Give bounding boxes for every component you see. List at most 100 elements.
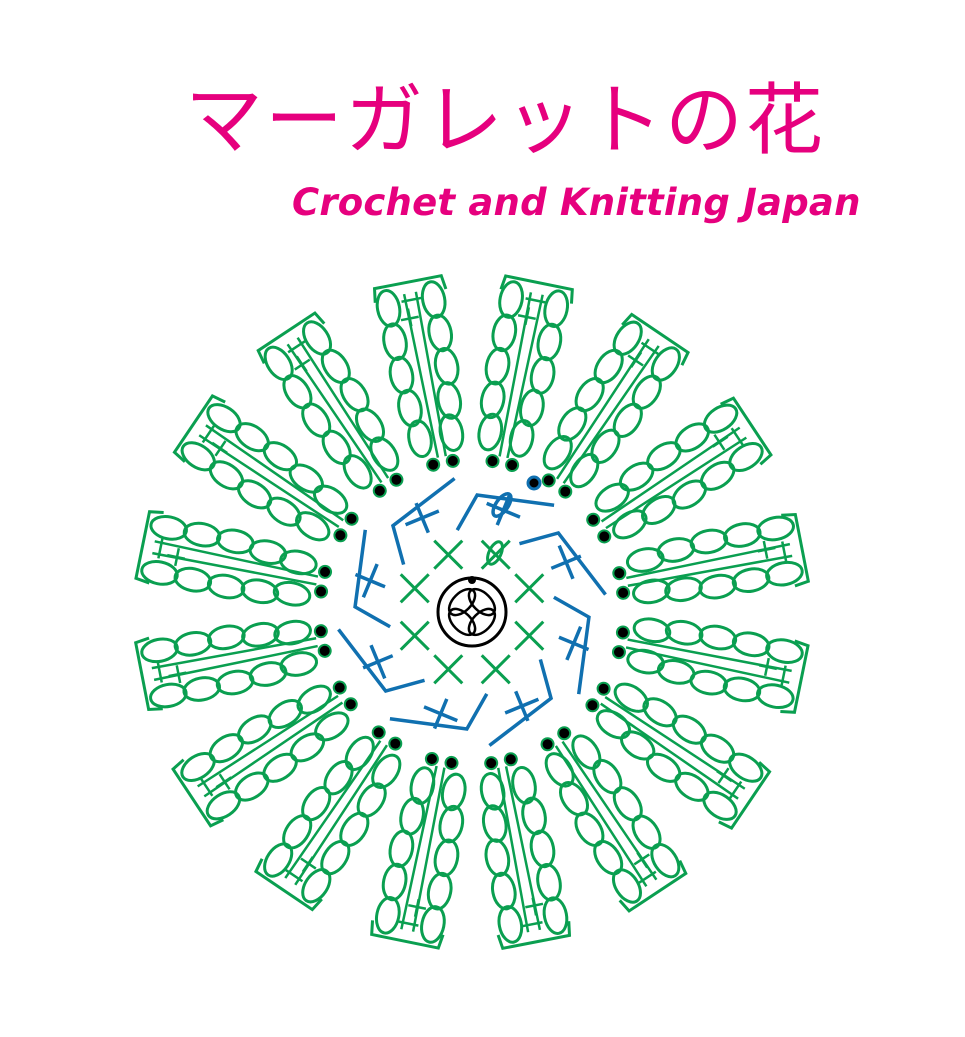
slip-stitch-icon: [344, 511, 359, 526]
cross-stitch-icon: [156, 662, 187, 684]
chain-loop-petal-icon: [234, 422, 270, 453]
chain-loop-petal-icon: [433, 838, 460, 878]
chain-loop-petal-icon: [650, 842, 681, 879]
cross-stitch-icon: [287, 340, 311, 372]
chain-loop-petal-icon: [288, 463, 324, 494]
cross-stitch-icon: [522, 897, 544, 928]
bracket-line: [455, 493, 555, 531]
chain-loop-petal-icon: [279, 651, 319, 677]
chain-loop-petal-icon: [440, 772, 467, 812]
cross-stitch-icon: [423, 698, 458, 730]
chain-loop-petal-icon: [369, 436, 400, 472]
chain-loop-petal-icon: [631, 814, 662, 850]
chain-loop-petal-icon: [699, 733, 736, 764]
petal: [541, 312, 690, 499]
chain-loop-petal-icon: [646, 752, 682, 783]
page-title: マーガレットの花: [185, 76, 826, 166]
chain-loop-petal-icon: [266, 496, 302, 527]
chain-loop-petal-icon: [484, 346, 511, 386]
chain-loop-petal-icon: [542, 896, 569, 935]
petal: [585, 681, 772, 830]
chain-loop-petal-icon: [650, 346, 681, 382]
chain-loop-petal-icon: [302, 320, 333, 356]
chain-loop-petal-icon: [674, 422, 710, 453]
chain-loop-petal-icon: [438, 804, 465, 844]
chain-loop-petal-icon: [248, 661, 288, 687]
petal-tip: [171, 758, 225, 828]
chain-loop-petal-icon: [420, 905, 446, 944]
chain-loop-petal-icon: [613, 682, 649, 713]
chain-loop-petal-icon: [208, 733, 245, 764]
chain-loop-petal-icon: [508, 419, 535, 458]
chain-loop-petal-icon: [521, 796, 547, 836]
chain-loop-petal-icon: [611, 868, 642, 904]
petal: [134, 510, 333, 607]
petal-tip: [618, 859, 688, 913]
single-crochet-icon: [399, 620, 430, 651]
chain-loop-petal-icon: [240, 578, 280, 605]
petal: [479, 752, 572, 951]
slip-stitch-icon: [585, 698, 600, 713]
slip-stitch-icon: [314, 584, 329, 599]
chain-loop-petal-icon: [433, 347, 460, 386]
cross-stitch-icon: [633, 852, 657, 884]
chain-loop-petal-icon: [206, 403, 242, 434]
chain-loop-petal-icon: [272, 580, 312, 607]
slip-stitch-icon: [424, 751, 439, 766]
ring-chain-icon: [447, 587, 477, 617]
single-crochet-icon: [514, 620, 545, 651]
slip-stitch-icon: [586, 512, 601, 527]
chain-loop-petal-icon: [536, 322, 563, 362]
chain-loop-petal-icon: [173, 566, 213, 593]
cross-stitch-icon: [201, 425, 228, 457]
chain-loop-petal-icon: [731, 567, 771, 594]
chain-loop-petal-icon: [180, 441, 216, 472]
cross-stitch-icon: [504, 690, 540, 722]
cross-stitch-icon: [354, 563, 386, 598]
chain-loop-petal-icon: [279, 549, 318, 576]
slip-stitch-icon: [503, 752, 518, 767]
chain-loop-petal-icon: [180, 751, 216, 782]
petal: [372, 273, 465, 472]
inner-round-group: [399, 539, 545, 685]
cross-stitch-icon: [758, 657, 787, 686]
chain-loop-petal-icon: [557, 406, 588, 442]
chain-loop-petal-icon: [342, 454, 373, 490]
cross-stitch-icon: [404, 502, 440, 534]
chain-loop-petal-icon: [314, 711, 350, 742]
slip-stitch-icon: [597, 529, 612, 544]
chain-loop-petal-icon: [140, 637, 179, 664]
chain-loop-petal-icon: [646, 441, 682, 472]
slip-stitch-icon: [596, 681, 611, 696]
bracket-line: [518, 530, 607, 596]
chain-loop-petal-icon: [321, 429, 352, 466]
slip-stitch-icon: [612, 566, 627, 581]
chain-loop-petal-icon: [569, 452, 600, 489]
slip-stitch-icon: [343, 697, 358, 712]
petal-tip: [256, 311, 326, 365]
chain-loop-petal-icon: [215, 669, 255, 696]
petal-tip: [133, 636, 163, 712]
chain-loop-petal-icon: [149, 514, 188, 541]
chain-loop-petal-icon: [542, 435, 573, 471]
slip-stitch-icon: [557, 726, 572, 741]
chain-loop-petal-icon: [344, 735, 375, 772]
chain-loop-petal-icon: [208, 460, 245, 491]
base-bracket: [488, 658, 554, 747]
chain-loop-petal-icon: [593, 839, 624, 876]
chain-loop-petal-icon: [595, 709, 632, 740]
chain-loop-petal-icon: [182, 676, 222, 702]
bracket-line: [353, 529, 391, 629]
petal-tip: [499, 274, 574, 304]
slip-stitch-icon: [426, 457, 441, 472]
base-bracket: [389, 693, 489, 731]
chain-loop-petal-icon: [149, 682, 188, 709]
slip-stitch-icon: [445, 453, 460, 468]
chain-loop-petal-icon: [590, 428, 621, 464]
chain-icon: [486, 540, 504, 566]
slip-stitch-icon: [540, 737, 555, 752]
cross-stitch-icon: [757, 540, 788, 562]
chain-loop-petal-icon: [173, 630, 213, 657]
chain-loop-petal-icon: [262, 441, 298, 472]
slip-stitch-icon: [616, 585, 631, 600]
